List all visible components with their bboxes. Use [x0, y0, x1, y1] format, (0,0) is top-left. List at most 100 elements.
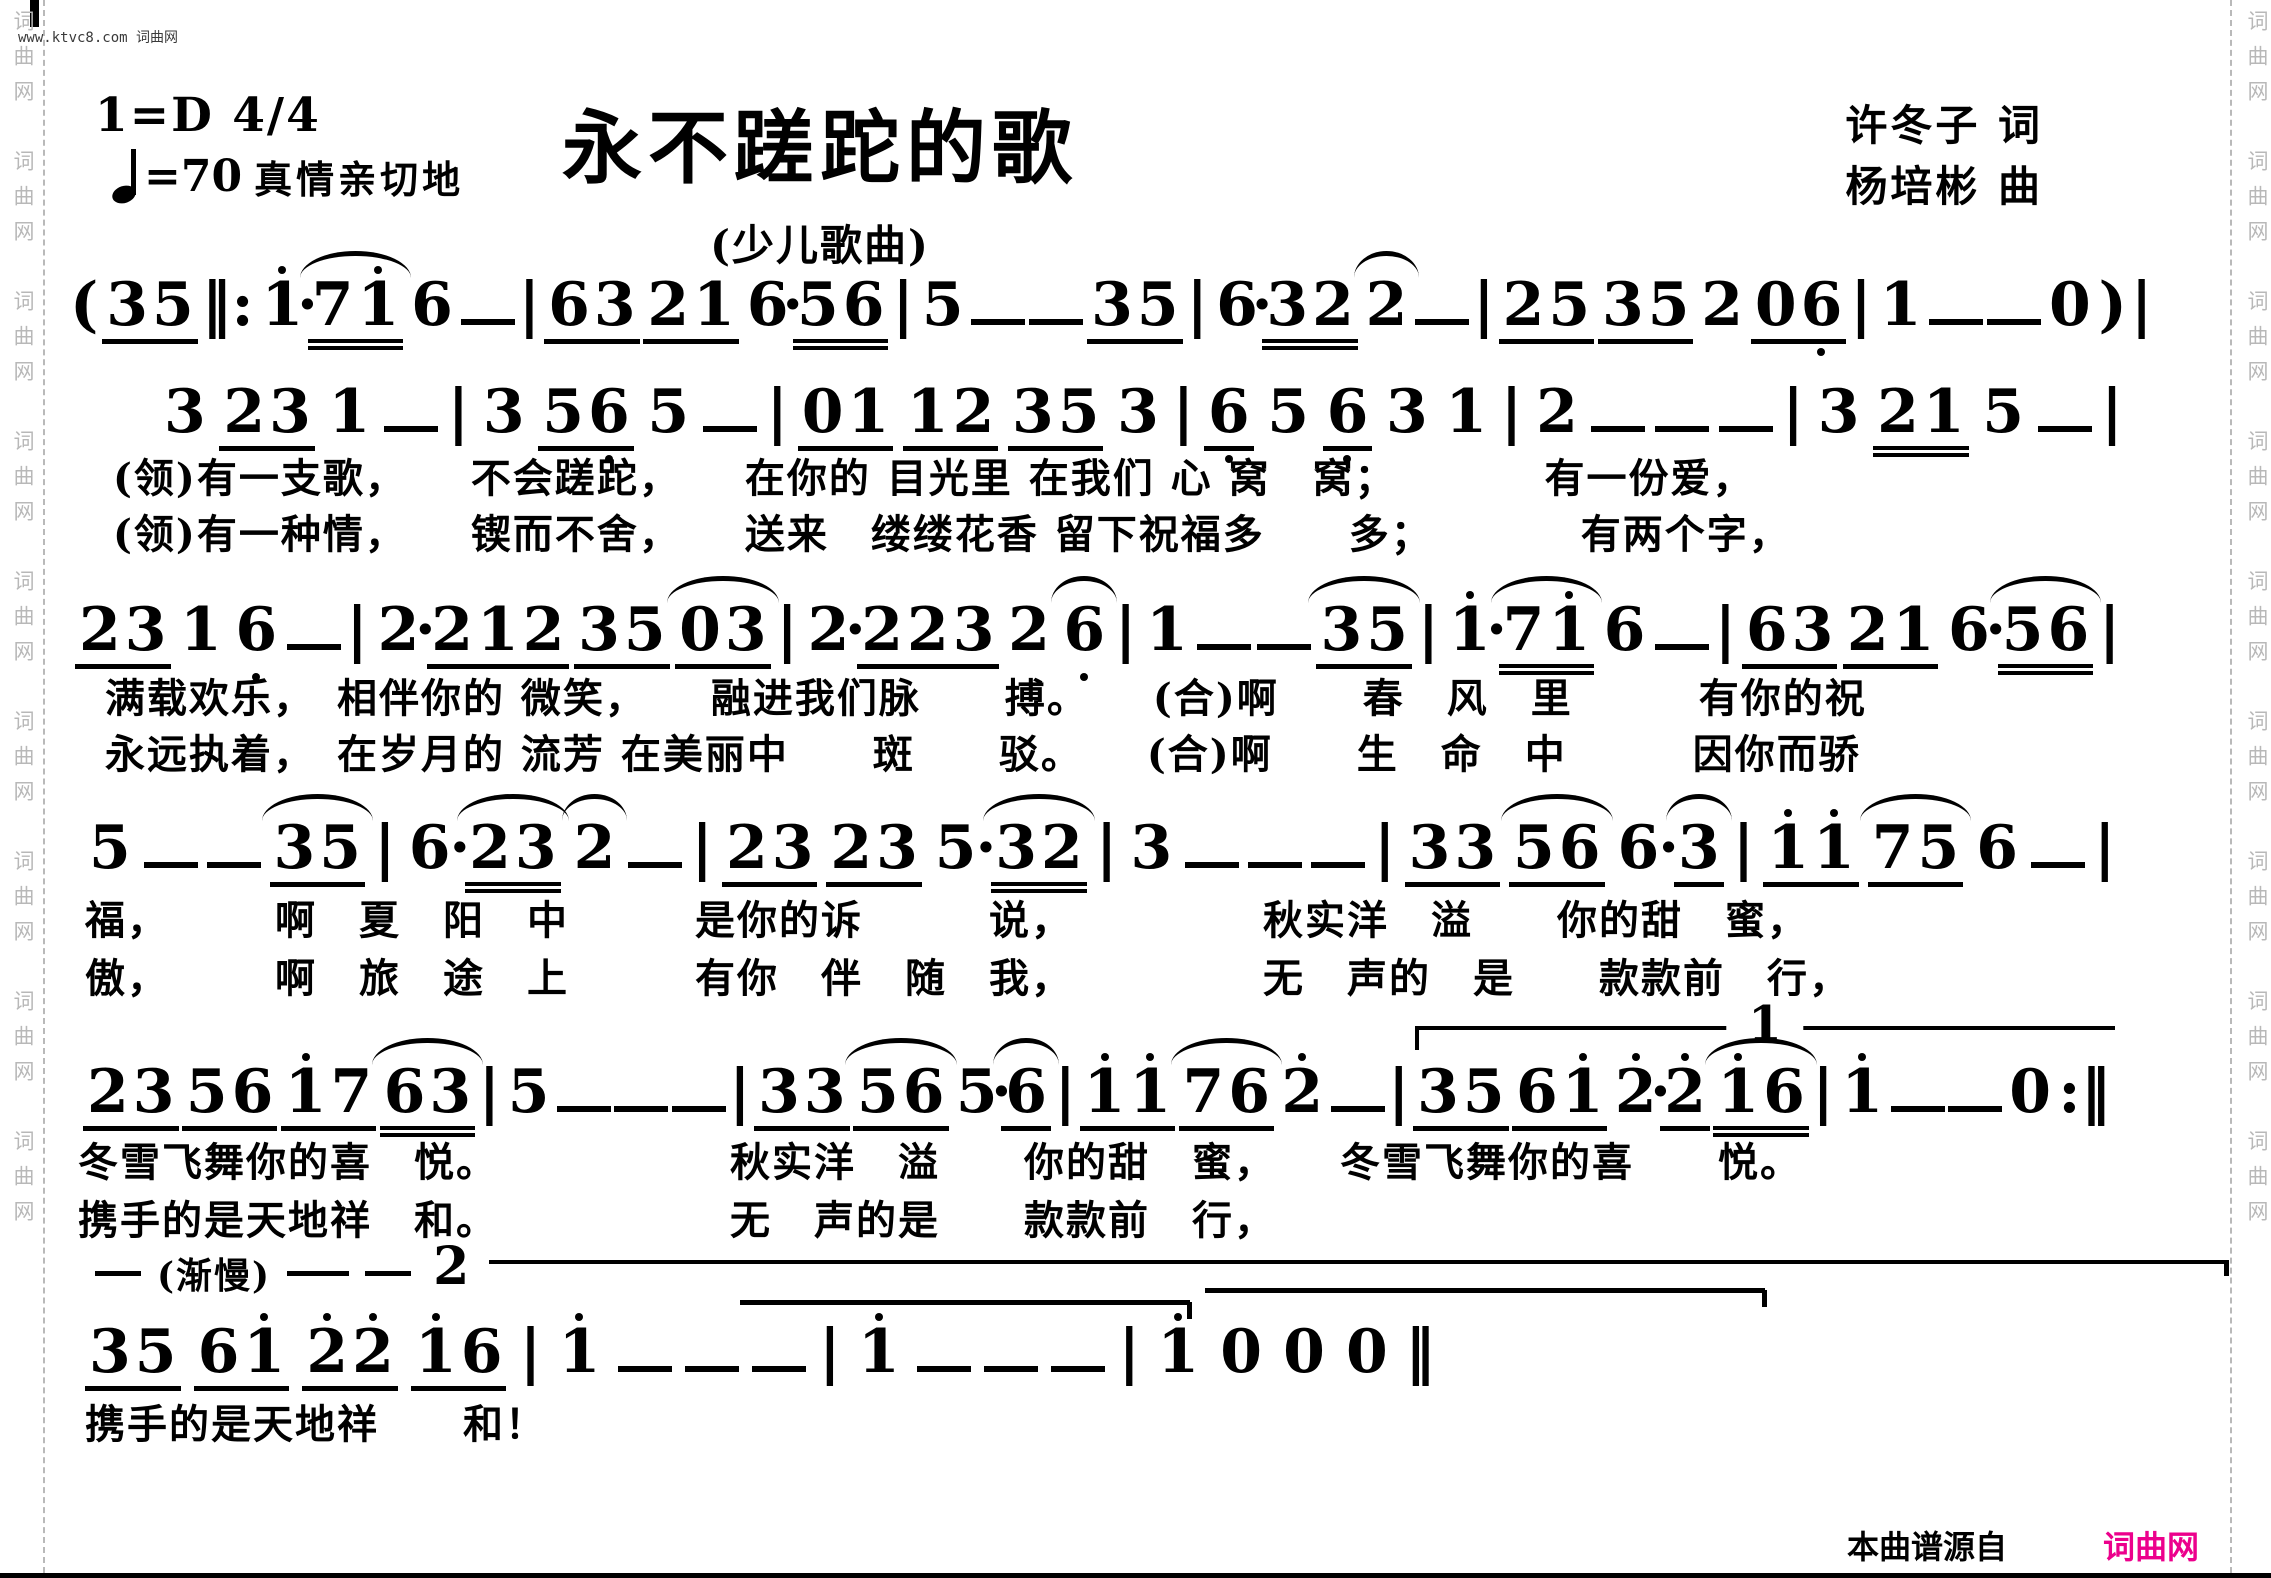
- note-group: 3: [1117, 377, 1159, 447]
- rit-dash: [287, 1270, 350, 1276]
- note-group: 6: [746, 270, 789, 340]
- note-group: 5: [647, 377, 690, 447]
- note-group: 0: [1283, 1317, 1325, 1387]
- note-group: 1: [261, 270, 304, 340]
- footer-brand: 词曲网: [2102, 1528, 2199, 1566]
- barline: |: [1732, 813, 1755, 883]
- note-group: 2: [1701, 270, 1744, 340]
- barline: |: [1387, 1057, 1410, 1127]
- dash-note: [671, 1106, 726, 1112]
- note-group: 1: [558, 1317, 601, 1387]
- dash-note: [1718, 426, 1773, 432]
- note-group: 1: [1445, 377, 1488, 447]
- lyrics-verse2-row1: (领)有一种情， 锲而不舍， 送来 缕缕花香 留下祝福多 多； 有两个字，: [113, 511, 1791, 558]
- barline: |: [1714, 595, 1737, 665]
- dot-after-note: ·: [991, 1057, 1012, 1127]
- barline: |: [2098, 595, 2121, 665]
- dot-after-note: ·: [782, 270, 804, 340]
- note-group: 5: [1982, 377, 2024, 447]
- barline: |: [1054, 1057, 1077, 1127]
- dash-note: [1310, 862, 1365, 868]
- barline: |: [1782, 377, 1805, 447]
- note-group: 5: [921, 270, 964, 340]
- barline: |: [518, 270, 541, 340]
- music-symbol: ‖: [1404, 1317, 1435, 1387]
- lyrics-final-row: 携手的是天地祥 和！: [85, 1401, 547, 1448]
- dash-note: [751, 1366, 806, 1372]
- dash-note: [2037, 426, 2092, 432]
- dash-note: [206, 862, 261, 868]
- quarter-note-icon: [109, 148, 140, 207]
- dash-note: [1947, 1106, 2002, 1112]
- music-symbol: ): [2098, 270, 2127, 340]
- dash-note: [286, 644, 341, 650]
- dash-note: [1654, 644, 1709, 650]
- note-group: 5: [507, 1057, 550, 1127]
- key-signature: 1=D 4/4: [95, 88, 321, 143]
- note-group: 0: [1346, 1317, 1388, 1387]
- note-group: 6: [993, 1038, 1059, 1131]
- note-group: 0: [1220, 1317, 1262, 1387]
- note-group: 3: [1665, 794, 1732, 887]
- dash-note: [1248, 862, 1303, 868]
- dash-note: [2030, 862, 2085, 868]
- note-group: 5: [934, 813, 977, 883]
- barline: |: [1417, 595, 1440, 665]
- barline: |: [1812, 1057, 1835, 1127]
- music-symbol: (: [70, 270, 99, 340]
- rit-dash: [365, 1270, 412, 1276]
- note-group: 1: [180, 595, 222, 665]
- music-symbol: :‖: [2058, 1057, 2111, 1127]
- note-group: 1: [1448, 595, 1491, 665]
- dash-note: [383, 426, 438, 432]
- rit-and-volta-2: (渐慢) 2: [95, 1236, 2229, 1298]
- barline: |: [776, 595, 799, 665]
- dot-after-note: ·: [844, 595, 866, 665]
- lyrics-verse2-row3: 傲， 啊 旅 途 上 有你 伴 随 我， 无 声的 是 款款前 行，: [85, 955, 1851, 1002]
- composer: 杨培彬 曲: [1845, 161, 2043, 211]
- barline: |: [691, 813, 714, 883]
- note-group: 2: [807, 595, 850, 665]
- note-group: 2: [561, 794, 628, 882]
- barline: |: [2130, 270, 2153, 340]
- note-group: 3: [482, 377, 525, 447]
- right-watermark-column: 词曲网 词曲网 词曲网 词曲网 词曲网 词曲网 词曲网 词曲网 词曲网: [2245, 10, 2269, 1235]
- song-title: 永不蹉跎的歌: [562, 101, 1078, 195]
- rit-dash: [95, 1270, 141, 1276]
- note-group: 6: [1216, 270, 1258, 340]
- dash-note: [1029, 319, 1084, 325]
- note-group: 6: [1322, 382, 1373, 451]
- credits: 许冬子 词 杨培彬 曲: [1845, 96, 2043, 218]
- barline: |: [373, 813, 396, 883]
- barline: |: [519, 1317, 542, 1387]
- note-group: 2: [1008, 595, 1050, 665]
